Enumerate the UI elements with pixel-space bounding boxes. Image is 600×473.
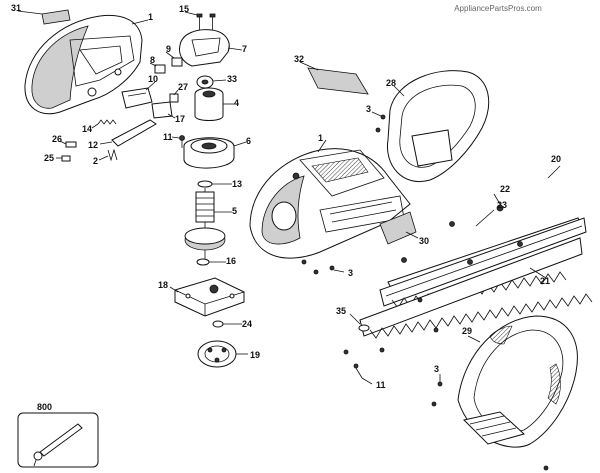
part-31-label: [17, 9, 71, 25]
part-1-left-housing: [24, 14, 149, 115]
part-2-spring: [98, 148, 118, 162]
part-16-washer: [196, 258, 226, 266]
callout-labels: 31 1 15 9 7 8 33 10 27 4 17 14 11 6 12 2…: [11, 3, 561, 390]
part-9-clip: [165, 51, 183, 67]
part-11-screws-lower: [343, 349, 373, 385]
part-3-screws-upper: [371, 111, 386, 133]
callout-15: 15: [179, 4, 189, 14]
part-17-lever: [151, 101, 176, 119]
watermark: AppliancePartsPros.com: [454, 4, 542, 13]
part-3-screws-lower: [431, 374, 549, 471]
callout-19: 19: [250, 350, 260, 360]
part-13-washer: [197, 180, 232, 188]
callout-17: 17: [175, 114, 185, 124]
part-800-accessory-kit: 800: [17, 402, 99, 468]
part-33-bearing: [196, 75, 227, 89]
callout-35: 35: [336, 306, 346, 316]
callout-1: 1: [148, 12, 153, 22]
callout-33: 33: [227, 74, 237, 84]
part-18-gearbox: [169, 277, 245, 317]
part-24-washer: [212, 320, 242, 328]
callout-16: 16: [226, 256, 236, 266]
part-5-armature: [184, 188, 232, 264]
part-19-gear: [197, 340, 248, 368]
part-10-switch: [121, 81, 156, 109]
part-26-pin: [59, 140, 77, 148]
part-20-blade-guard: [387, 165, 583, 291]
callout-6: 6: [246, 136, 251, 146]
callout-20: 20: [551, 154, 561, 164]
part-6-gear-housing: [183, 137, 247, 169]
part-12-trigger: [99, 119, 157, 147]
callout-25: 25: [44, 153, 54, 163]
part-4-stator: [194, 87, 234, 121]
callout-8: 8: [150, 55, 155, 65]
callout-23: 23: [497, 200, 507, 210]
part-35-washer: [349, 313, 370, 332]
callout-4: 4: [234, 98, 239, 108]
callout-18: 18: [158, 280, 168, 290]
callout-32: 32: [294, 54, 304, 64]
part-1-right-housing: [249, 139, 411, 259]
callout-2: 2: [93, 156, 98, 166]
callout-30: 30: [419, 236, 429, 246]
part-25-screw: [56, 155, 71, 162]
callout-3b: 3: [348, 268, 353, 278]
callout-22: 22: [500, 184, 510, 194]
callout-11: 11: [163, 132, 173, 142]
callout-29: 29: [462, 326, 472, 336]
part-7-cover: [179, 29, 243, 67]
part-27-brush: [169, 89, 179, 103]
part-15-screws: [184, 11, 216, 30]
callout-5: 5: [232, 206, 237, 216]
part-32-label: [299, 61, 369, 95]
callout-21: 21: [540, 276, 550, 286]
callout-9: 9: [166, 44, 171, 54]
part-3-screws-middle: [301, 259, 345, 275]
callout-3: 3: [366, 104, 371, 114]
part-28-handle-cover: [386, 70, 490, 182]
callout-11b: 11: [376, 380, 386, 390]
callout-3c: 3: [434, 364, 439, 374]
callout-26: 26: [52, 134, 62, 144]
part-22-23-blade-assembly: [359, 193, 593, 353]
callout-27: 27: [178, 82, 188, 92]
callout-7: 7: [242, 44, 247, 54]
part-14-spring: [91, 119, 117, 129]
part-8-bracket: [149, 62, 166, 74]
part-29-front-handle: [457, 315, 578, 448]
callout-28: 28: [386, 78, 396, 88]
part-30-label: [379, 211, 419, 245]
callout-24: 24: [242, 319, 252, 329]
callout-12: 12: [88, 140, 98, 150]
callout-13: 13: [232, 179, 242, 189]
callout-31: 31: [11, 3, 21, 13]
part-11-screw-upper: [171, 135, 185, 148]
callout-800: 800: [37, 402, 52, 412]
callout-10: 10: [148, 74, 158, 84]
callout-1b: 1: [318, 133, 323, 143]
callout-14: 14: [82, 124, 92, 134]
